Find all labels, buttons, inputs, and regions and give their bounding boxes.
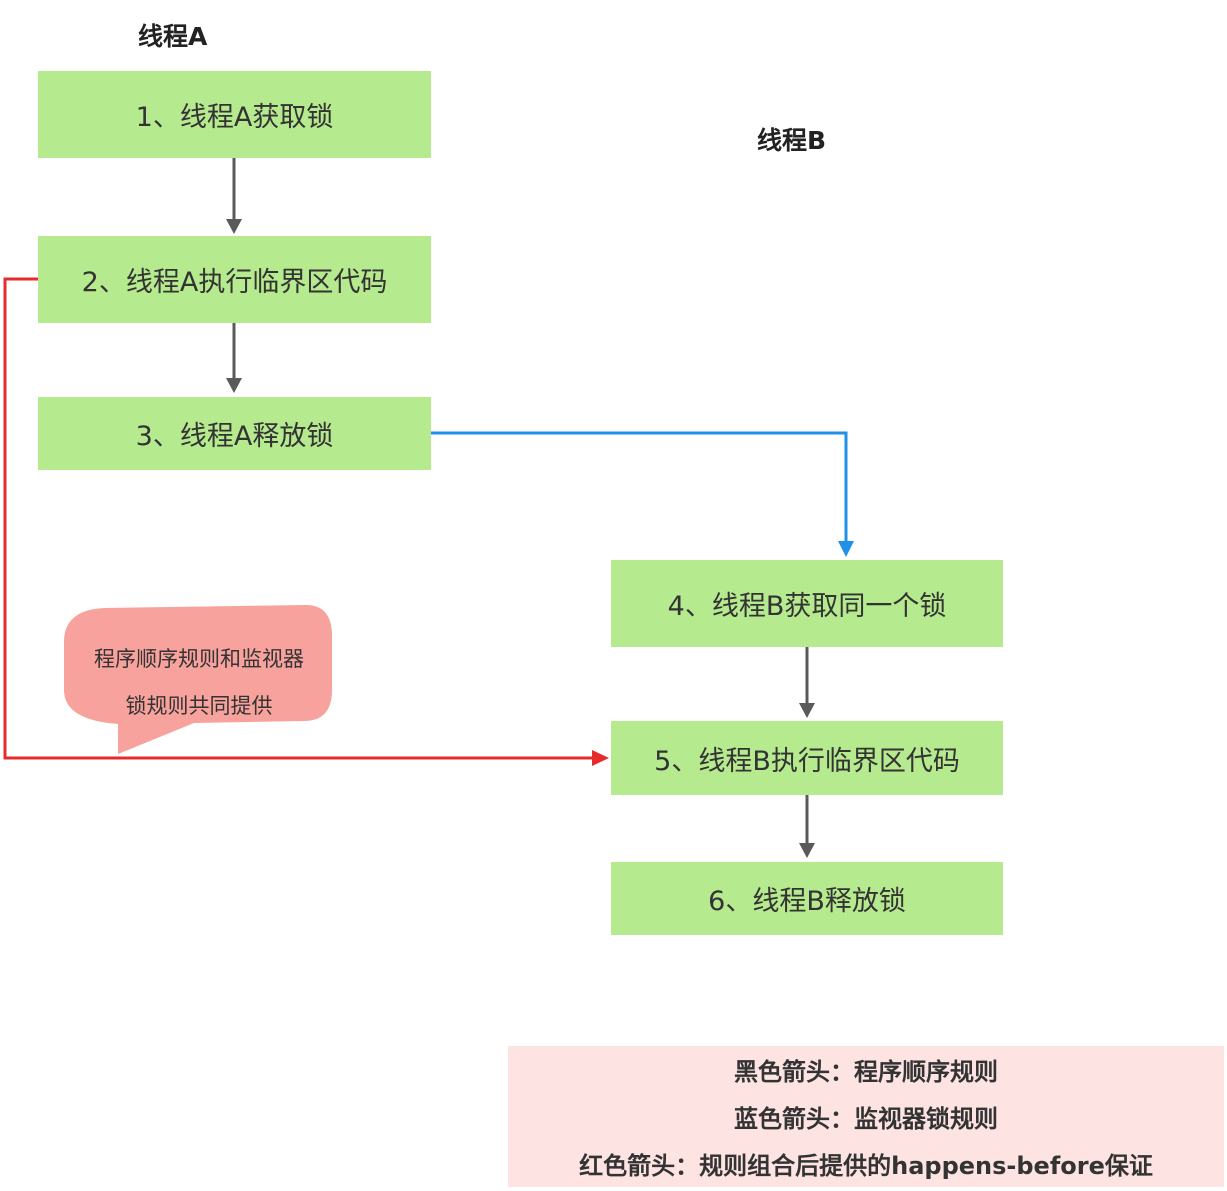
black-arrow-1-to-2 — [226, 158, 242, 234]
black-arrow-4-to-5 — [799, 647, 815, 718]
callout-text: 程序顺序规则和监视器 锁规则共同提供 — [66, 636, 332, 730]
legend-black-arrow: 黑色箭头：程序顺序规则 — [734, 1058, 998, 1086]
thread-a-title: 线程A — [138, 22, 208, 51]
callout-bubble-shape — [64, 605, 332, 754]
step-6-box[interactable]: 6、线程B释放锁 — [611, 862, 1003, 935]
step-4-box[interactable]: 4、线程B获取同一个锁 — [611, 560, 1003, 647]
legend-box: 黑色箭头：程序顺序规则 蓝色箭头：监视器锁规则 红色箭头：规则组合后提供的hap… — [508, 1046, 1224, 1187]
blue-arrow-3-to-4 — [431, 431, 854, 557]
callout-line-1: 程序顺序规则和监视器 — [94, 647, 304, 671]
black-arrow-5-to-6 — [799, 795, 815, 858]
legend-blue-arrow: 蓝色箭头：监视器锁规则 — [734, 1105, 998, 1133]
legend-red-arrow: 红色箭头：规则组合后提供的happens-before保证 — [579, 1152, 1153, 1180]
step-2-box[interactable]: 2、线程A执行临界区代码 — [38, 236, 431, 323]
thread-b-title: 线程B — [757, 126, 827, 155]
callout-line-2: 锁规则共同提供 — [125, 694, 273, 718]
step-5-box[interactable]: 5、线程B执行临界区代码 — [611, 721, 1003, 795]
step-1-box[interactable]: 1、线程A获取锁 — [38, 71, 431, 158]
step-3-box[interactable]: 3、线程A释放锁 — [38, 397, 431, 470]
black-arrow-2-to-3 — [226, 323, 242, 393]
red-arrow-2-to-5 — [3, 277, 609, 766]
